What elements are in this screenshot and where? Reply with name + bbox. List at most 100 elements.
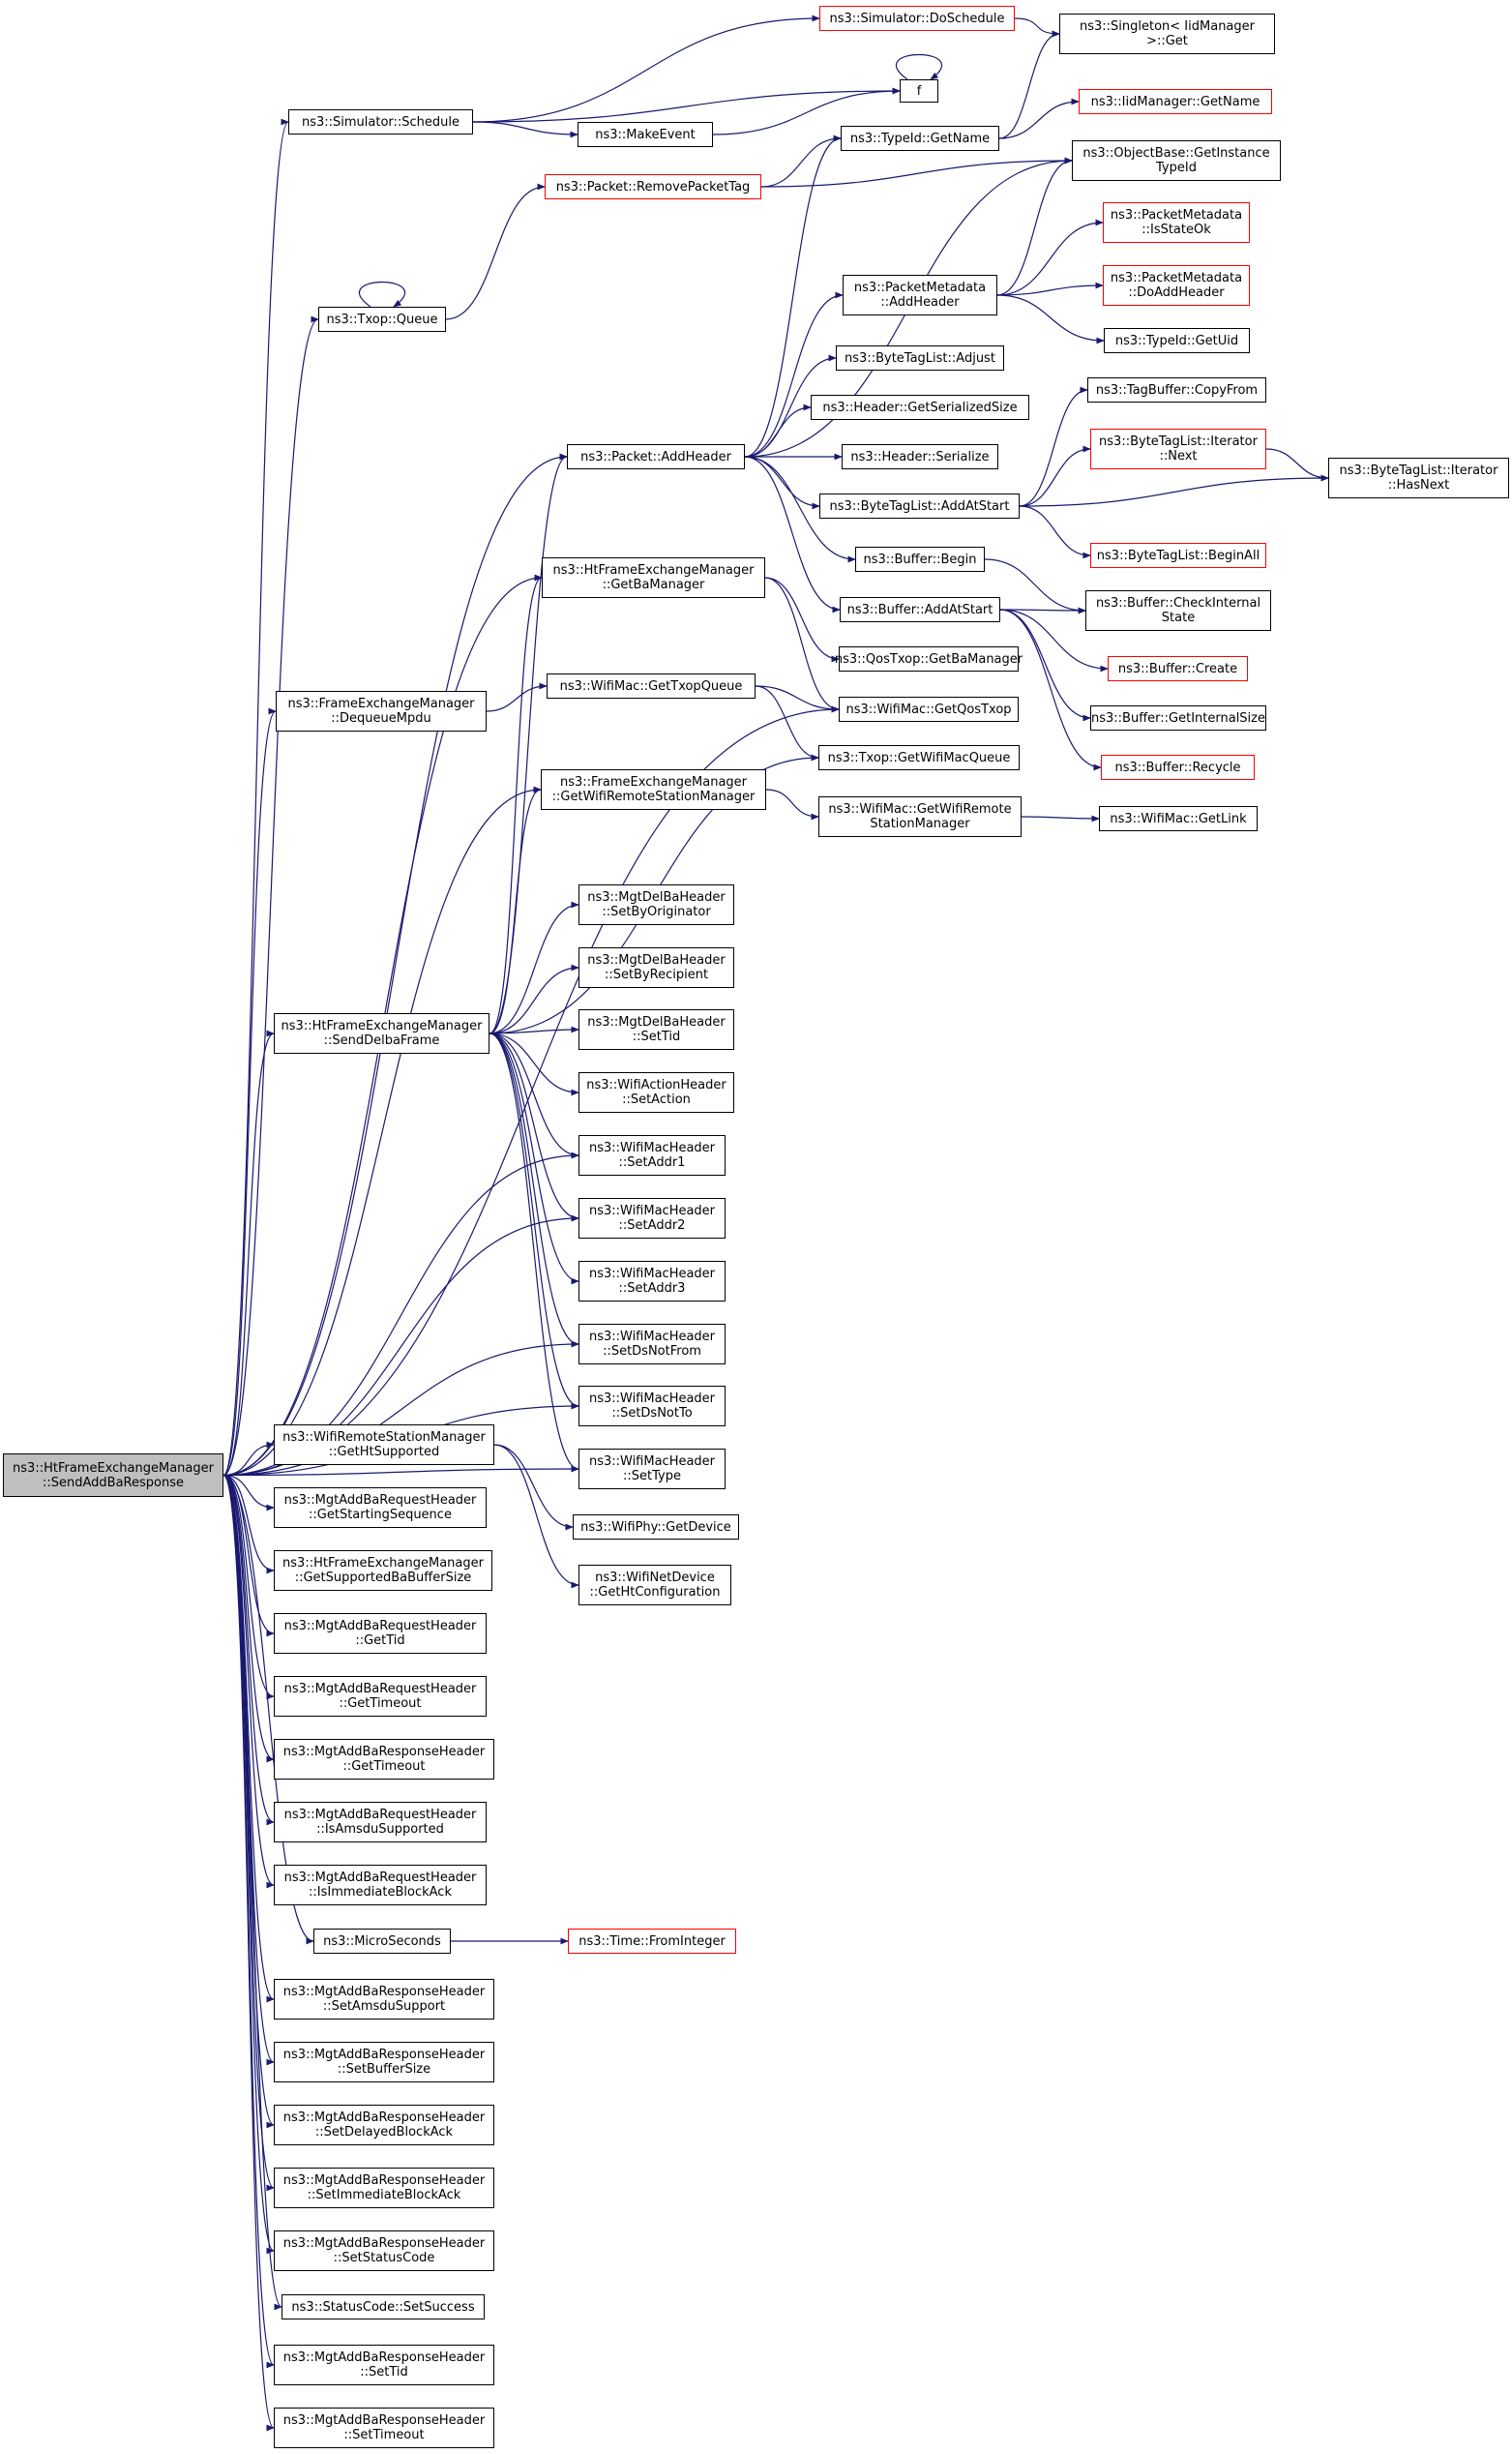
node-setdsnotto[interactable]: ns3::WifiMacHeader::SetDsNotTo [578,1386,726,1426]
node-gettxopqueue[interactable]: ns3::WifiMac::GetTxopQueue [547,673,756,699]
edge-root-to-reqgettimeout [222,1474,275,1700]
node-label: ns3::PacketMetadata [1110,271,1243,285]
node-dequeuempdu[interactable]: ns3::FrameExchangeManager::DequeueMpdu [276,691,487,732]
node-beginall[interactable]: ns3::ByteTagList::BeginAll [1090,543,1266,568]
node-getserializedsize[interactable]: ns3::Header::GetSerializedSize [811,395,1029,420]
node-setaddr3[interactable]: ns3::WifiMacHeader::SetAddr3 [578,1261,726,1302]
node-setamsdu[interactable]: ns3::MgtAddBaResponseHeader::SetAmsduSup… [274,1979,494,2020]
node-typeidgetname[interactable]: ns3::TypeId::GetName [841,126,999,151]
node-respsettimeout[interactable]: ns3::MgtAddBaResponseHeader::SetTimeout [274,2408,494,2448]
node-setbyoriginator[interactable]: ns3::MgtDelBaHeader::SetByOriginator [578,884,734,925]
node-setbuffersize[interactable]: ns3::MgtAddBaResponseHeader::SetBufferSi… [274,2042,494,2082]
node-setaddr2[interactable]: ns3::WifiMacHeader::SetAddr2 [578,1198,726,1239]
node-schedule[interactable]: ns3::Simulator::Schedule [288,109,473,135]
node-tagcopyfrom[interactable]: ns3::TagBuffer::CopyFrom [1087,377,1266,403]
edge-schedule-to-f [472,87,901,123]
node-getdevice[interactable]: ns3::WifiPhy::GetDevice [573,1514,739,1540]
edge-root-to-settype [222,1465,579,1477]
node-label: ns3::MgtAddBaRequestHeader [283,1493,477,1508]
node-setdelayed[interactable]: ns3::MgtAddBaResponseHeader::SetDelayedB… [274,2105,494,2145]
node-setbyrecipient[interactable]: ns3::MgtDelBaHeader::SetByRecipient [578,947,734,988]
node-senddelbaframe[interactable]: ns3::HtFrameExchangeManager::SendDelbaFr… [274,1013,489,1054]
node-gethtsupported[interactable]: ns3::WifiRemoteStationManager::GetHtSupp… [274,1424,494,1465]
edge-root-to-setdelayed [222,1474,275,2129]
node-txopqueue[interactable]: ns3::Txop::Queue [318,307,446,332]
node-label: ns3::MgtDelBaHeader [587,1015,726,1030]
node-setsuccess[interactable]: ns3::StatusCode::SetSuccess [282,2294,485,2319]
node-respgettimeout[interactable]: ns3::MgtAddBaResponseHeader::GetTimeout [274,1739,494,1780]
node-getwifimacqueue[interactable]: ns3::Txop::GetWifiMacQueue [818,745,1020,770]
edge-root-to-getsupbabuf [222,1474,275,1574]
node-gethtconfig[interactable]: ns3::WifiNetDevice::GetHtConfiguration [578,1565,731,1605]
edge-bufaddatstart-to-buffercreate [999,609,1109,673]
node-setdsnotfrom[interactable]: ns3::WifiMacHeader::SetDsNotFrom [578,1324,726,1364]
node-label: ns3::WifiMac::GetWifiRemote [828,802,1012,817]
edge-root-to-senddelbaframe [222,1030,275,1477]
node-isstateok[interactable]: ns3::PacketMetadata::IsStateOk [1103,202,1250,243]
node-setaction[interactable]: ns3::WifiActionHeader::SetAction [578,1072,734,1113]
node-setaddr1[interactable]: ns3::WifiMacHeader::SetAddr1 [578,1135,726,1176]
node-removepackettag[interactable]: ns3::Packet::RemovePacketTag [545,174,761,199]
node-label: ns3::FrameExchangeManager [559,775,748,790]
node-f[interactable]: f [900,79,938,103]
node-label: ns3::Simulator::Schedule [301,114,460,130]
node-makeevent[interactable]: ns3::MakeEvent [578,122,713,147]
node-respsettid[interactable]: ns3::MgtAddBaResponseHeader::SetTid [274,2345,494,2385]
node-isamsdu[interactable]: ns3::MgtAddBaRequestHeader::IsAmsduSuppo… [274,1802,487,1842]
node-label: ::GetTimeout [339,1696,422,1711]
node-doschedule[interactable]: ns3::Simulator::DoSchedule [819,6,1015,31]
node-reqgettid[interactable]: ns3::MgtAddBaRequestHeader::GetTid [274,1613,487,1654]
node-addatstart[interactable]: ns3::ByteTagList::AddAtStart [819,494,1020,519]
node-label: ns3::Txop::GetWifiMacQueue [827,750,1011,765]
node-buffercreate[interactable]: ns3::Buffer::Create [1108,656,1248,681]
node-adjust[interactable]: ns3::ByteTagList::Adjust [836,345,1004,371]
node-setstatuscode[interactable]: ns3::MgtAddBaResponseHeader::SetStatusCo… [274,2230,494,2271]
edge-addatstart-to-iternext [1019,445,1091,507]
node-label: ::SetBufferSize [337,2062,431,2077]
node-getbamanager[interactable]: ns3::HtFrameExchangeManager::GetBaManage… [542,557,765,598]
node-bufferbegin[interactable]: ns3::Buffer::Begin [855,547,985,572]
node-headerserialize[interactable]: ns3::Header::Serialize [842,444,998,469]
node-microseconds[interactable]: ns3::MicroSeconds [313,1929,451,1954]
node-hasnext[interactable]: ns3::ByteTagList::Iterator::HasNext [1328,458,1509,498]
edge-senddelbaframe-to-setaddr2 [489,1032,579,1222]
node-getlink[interactable]: ns3::WifiMac::GetLink [1099,806,1258,831]
node-bufaddatstart[interactable]: ns3::Buffer::AddAtStart [840,597,1000,622]
node-label: ::SetDsNotFrom [603,1344,701,1359]
node-iidgetname[interactable]: ns3::IidManager::GetName [1079,89,1272,114]
edge-root-to-respsettimeout [222,1474,275,2432]
edge-addatstart-to-tagcopyfrom [1019,386,1088,507]
node-setimmediate[interactable]: ns3::MgtAddBaResponseHeader::SetImmediat… [274,2168,494,2208]
node-label: StationManager [870,817,970,831]
edge-senddelbaframe-to-settype [489,1032,579,1473]
edge-packetaddheader-to-bufaddatstart [744,456,841,614]
node-packetaddheader[interactable]: ns3::Packet::AddHeader [567,444,745,469]
node-settype[interactable]: ns3::WifiMacHeader::SetType [578,1449,726,1489]
node-bufferrecycle[interactable]: ns3::Buffer::Recycle [1101,755,1255,780]
node-getqostxop[interactable]: ns3::WifiMac::GetQosTxop [839,697,1019,722]
node-label: ns3::MgtAddBaResponseHeader [282,2048,486,2062]
node-getinternalsize[interactable]: ns3::Buffer::GetInternalSize [1090,705,1266,731]
node-isimmediate[interactable]: ns3::MgtAddBaRequestHeader::IsImmediateB… [274,1865,487,1905]
node-iternext[interactable]: ns3::ByteTagList::Iterator::Next [1090,429,1266,469]
edge-root-to-respgettimeout [222,1474,275,1763]
node-frominteger[interactable]: ns3::Time::FromInteger [568,1929,736,1954]
node-label: ns3::MicroSeconds [323,1933,441,1949]
edge-packetaddheader-to-pmaddheader [744,291,844,458]
edge-getbamanager-to-getqostxop [764,577,840,713]
node-reqgettimeout[interactable]: ns3::MgtAddBaRequestHeader::GetTimeout [274,1676,487,1717]
node-singleton[interactable]: ns3::Singleton< IidManager>::Get [1059,14,1275,54]
node-label: ::GetTid [355,1633,405,1648]
node-getsupbabuf[interactable]: ns3::HtFrameExchangeManager::GetSupporte… [274,1550,492,1591]
node-qosgetbamanager[interactable]: ns3::QosTxop::GetBaManager [835,646,1023,672]
edge-schedule-to-doschedule [472,15,820,123]
node-delbasettid[interactable]: ns3::MgtDelBaHeader::SetTid [578,1009,734,1050]
node-getstartingseq[interactable]: ns3::MgtAddBaRequestHeader::GetStartingS… [274,1487,487,1528]
node-pmaddheader[interactable]: ns3::PacketMetadata::AddHeader [843,275,997,315]
node-femgetwrsm[interactable]: ns3::FrameExchangeManager::GetWifiRemote… [541,769,766,810]
node-getuid[interactable]: ns3::TypeId::GetUid [1104,328,1250,353]
node-doaddheader[interactable]: ns3::PacketMetadata::DoAddHeader [1103,265,1250,306]
